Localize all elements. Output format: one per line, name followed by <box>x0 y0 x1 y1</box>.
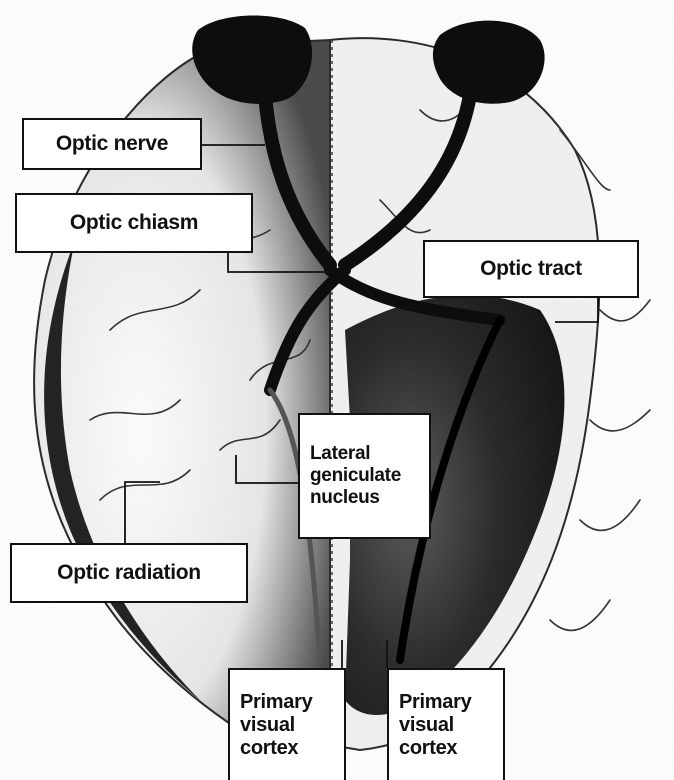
v1-left-line3: cortex <box>240 737 298 760</box>
optic-nerve-text: Optic nerve <box>56 132 168 156</box>
lgn-text-line2: geniculate <box>310 465 401 487</box>
optic-nerve-label: Optic nerve <box>22 118 202 170</box>
v1-right-line3: cortex <box>399 737 457 760</box>
optic-radiation-text: Optic radiation <box>57 561 201 585</box>
v1-right-line2: visual <box>399 714 454 737</box>
lgn-text-line1: Lateral <box>310 443 370 465</box>
v1-left-line2: visual <box>240 714 295 737</box>
optic-chiasm-text: Optic chiasm <box>70 211 198 235</box>
optic-radiation-label: Optic radiation <box>10 543 248 603</box>
lateral-geniculate-nucleus-label: Lateral geniculate nucleus <box>298 413 431 539</box>
primary-visual-cortex-right-label: Primary visual cortex <box>387 668 505 780</box>
lgn-text-line3: nucleus <box>310 487 380 509</box>
optic-tract-text: Optic tract <box>480 257 582 281</box>
v1-right-line1: Primary <box>399 691 471 714</box>
optic-tract-label: Optic tract <box>423 240 639 298</box>
optic-chiasm-label: Optic chiasm <box>15 193 253 253</box>
primary-visual-cortex-left-label: Primary visual cortex <box>228 668 346 780</box>
v1-left-line1: Primary <box>240 691 312 714</box>
